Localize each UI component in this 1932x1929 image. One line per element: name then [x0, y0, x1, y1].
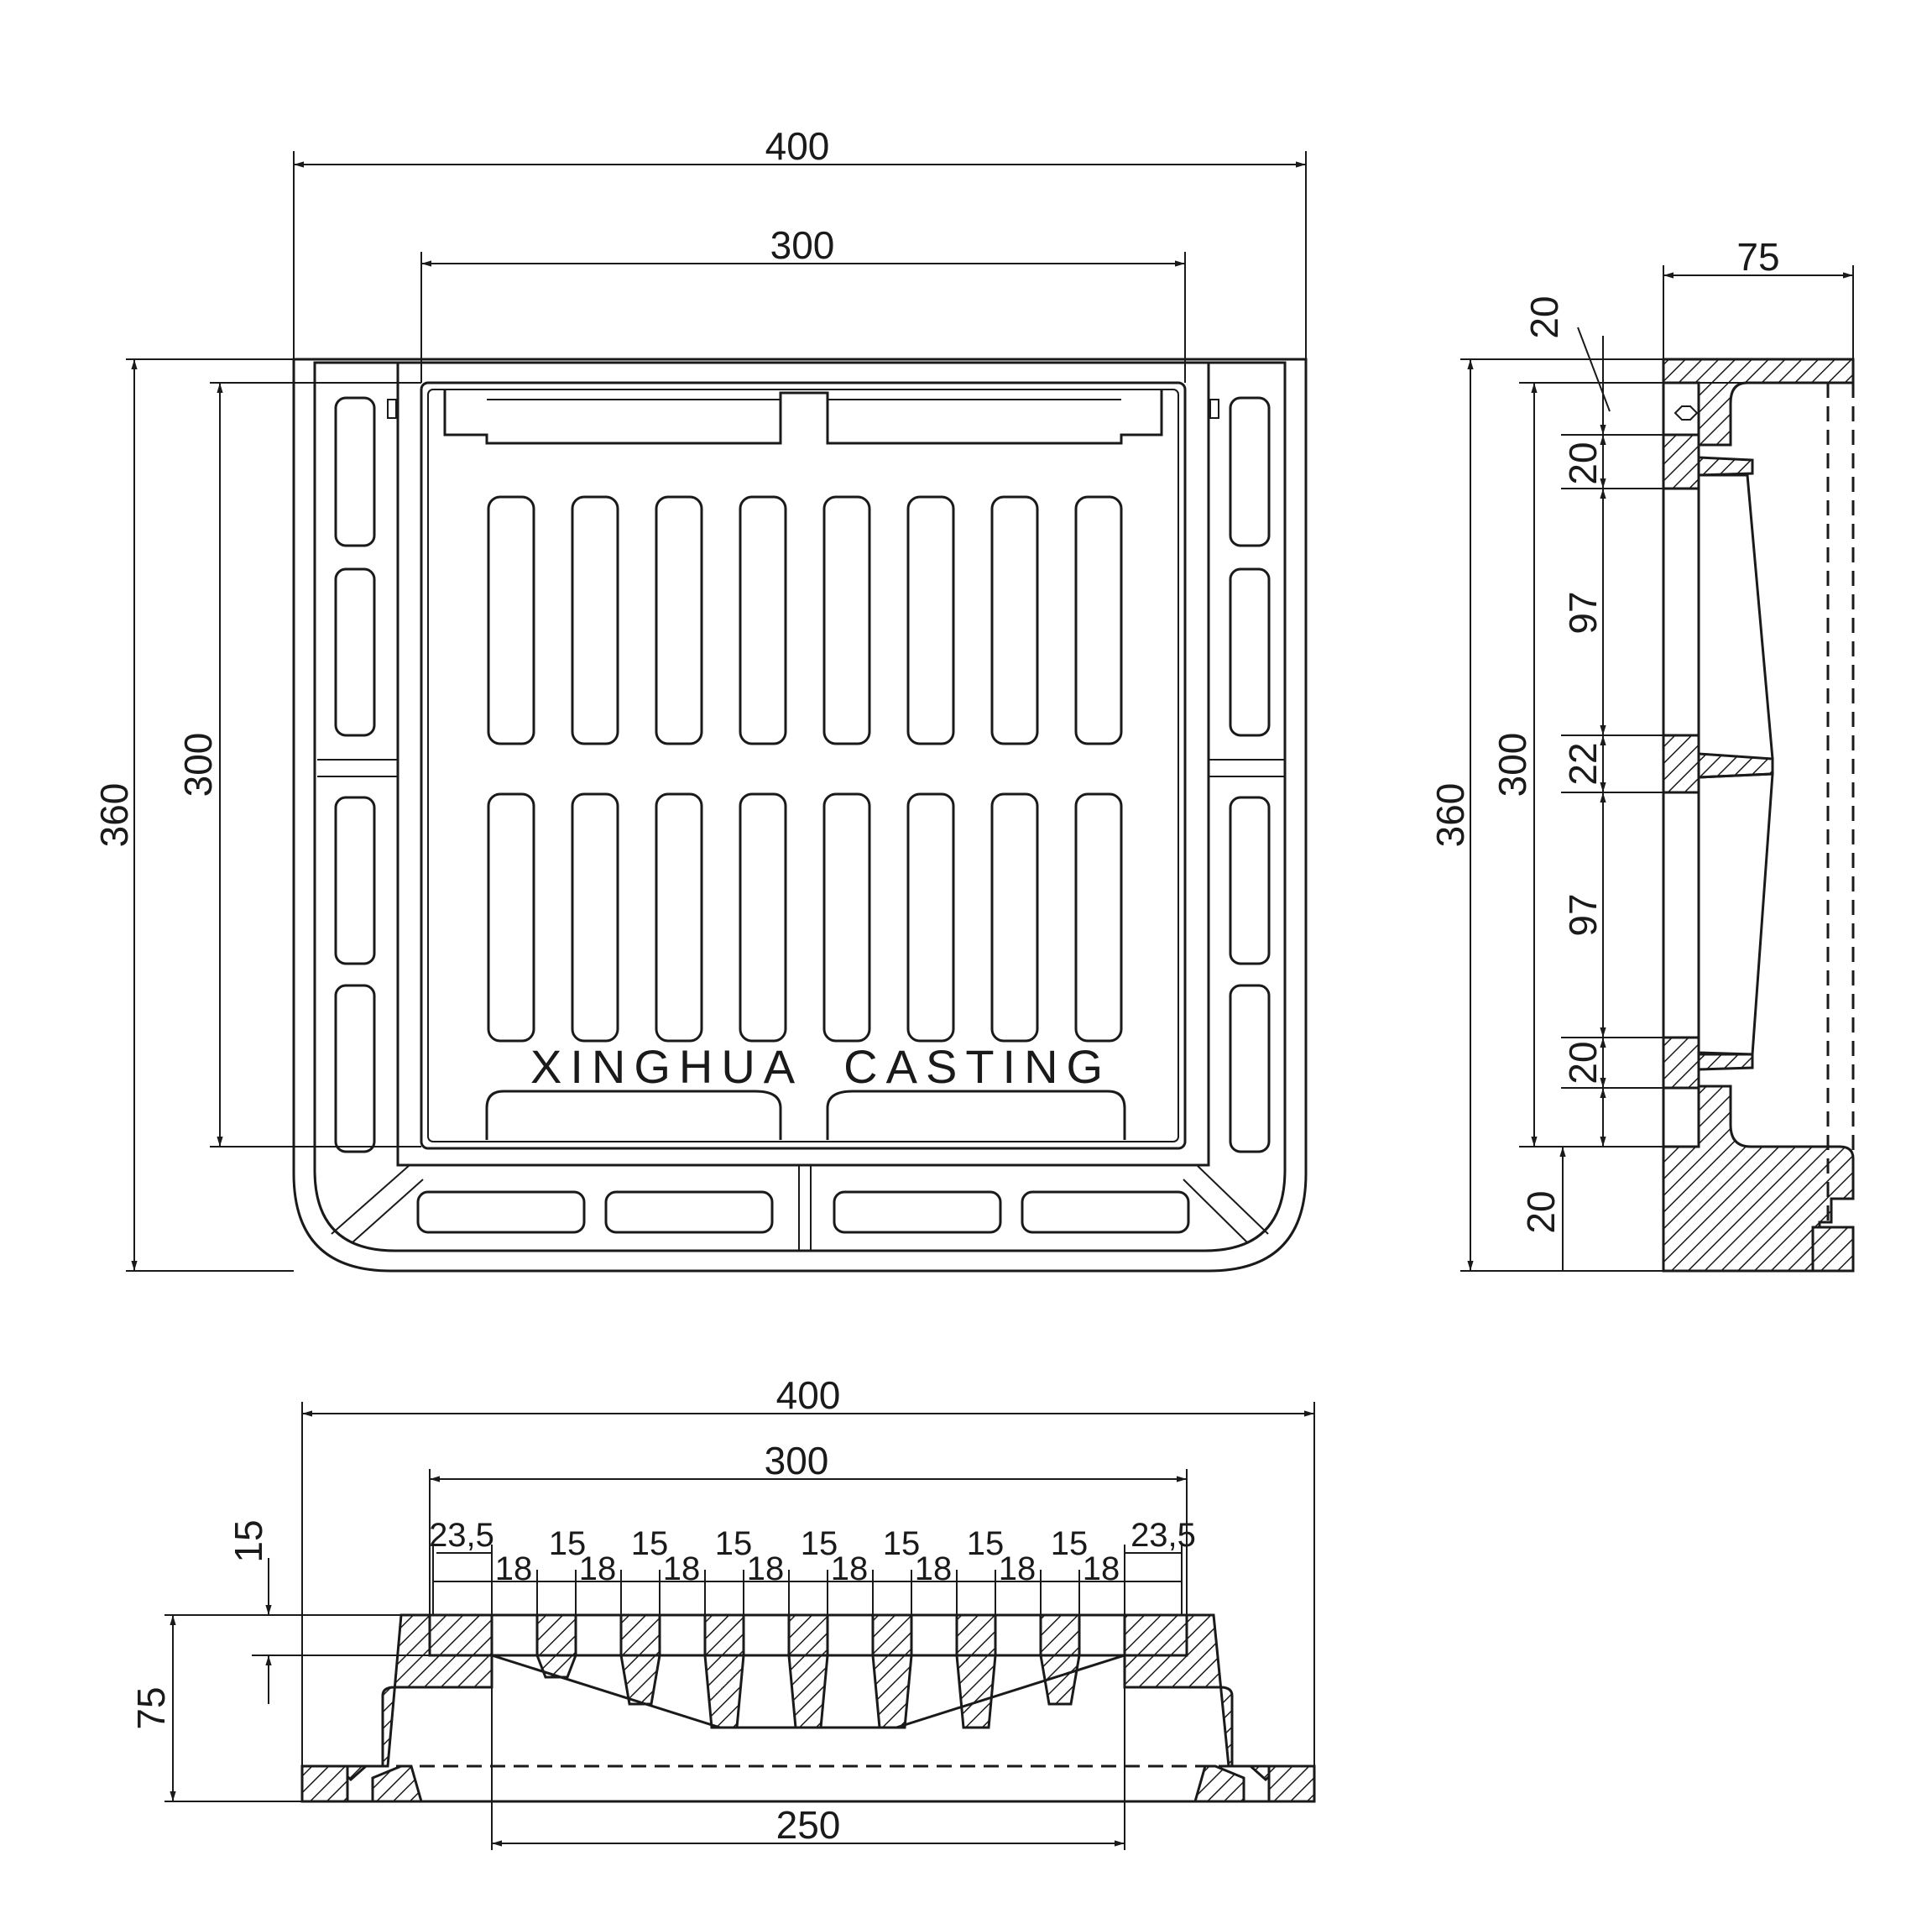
dim-section-opening: 250	[776, 1803, 841, 1847]
dim-slot-5: 18	[831, 1550, 869, 1587]
frame-outline	[292, 358, 1308, 1273]
dim-top-height-outer: 360	[92, 783, 136, 848]
dim-rib-5: 15	[883, 1525, 921, 1562]
dim-slot-8: 18	[1083, 1550, 1120, 1587]
frame-slot	[334, 396, 376, 547]
side-rib-middle	[1662, 734, 1774, 794]
side-rib-bottom	[1662, 1036, 1754, 1090]
frame-slot	[833, 1190, 1002, 1234]
hinge-pin-right	[1209, 399, 1219, 419]
grate-top-handle	[443, 389, 1163, 445]
brand-text: XINGHUA CASTING	[530, 1040, 1111, 1093]
grate-slot	[655, 495, 703, 745]
dim-slot-3: 18	[663, 1550, 701, 1587]
grate-slot	[822, 792, 871, 1043]
frame-slot	[1229, 396, 1271, 547]
grate-slot	[739, 495, 787, 745]
grate-slot	[990, 495, 1039, 745]
grate-plate-inner	[427, 389, 1179, 1142]
side-hinge-bolt	[1674, 405, 1699, 421]
section-grate-edge-left	[428, 1613, 493, 1657]
dim-slot-2: 18	[579, 1550, 617, 1587]
dim-section-width-inner: 300	[765, 1439, 829, 1482]
dim-side-height-outer: 360	[1428, 783, 1472, 848]
hinge-pin-left	[387, 399, 397, 419]
frame-slot	[334, 567, 376, 737]
grate-seat	[396, 361, 1210, 1167]
grate-slot	[1074, 792, 1123, 1043]
dim-side-depth: 75	[1736, 235, 1779, 279]
grate-slot	[571, 792, 619, 1043]
grate-slot	[990, 792, 1039, 1043]
dim-rib-3: 15	[715, 1525, 753, 1562]
dim-top-height-inner: 300	[176, 733, 220, 797]
dim-section-depth: 75	[129, 1686, 173, 1729]
grate-slot	[487, 792, 535, 1043]
side-view: 75 360 300 20 20 97 22 97 20 20	[1428, 235, 1855, 1273]
dim-side-seg-2: 20	[1561, 442, 1605, 484]
dim-side-seg-5: 97	[1561, 893, 1605, 936]
frame-slot	[334, 796, 376, 965]
side-frame-bottom	[1662, 1085, 1855, 1273]
dim-rib-6: 15	[967, 1525, 1005, 1562]
grate-slot	[571, 495, 619, 745]
dim-top-width-outer: 400	[765, 124, 830, 168]
side-frame-top	[1662, 358, 1855, 447]
top-view: XINGHUA CASTING 400 300 360 300	[92, 124, 1308, 1273]
dim-side-seg-3: 97	[1561, 591, 1605, 634]
section-grate-edge-right	[1123, 1613, 1188, 1657]
frame-slot	[416, 1190, 586, 1234]
dim-rib-4: 15	[801, 1525, 838, 1562]
dim-side-seg-7: 20	[1519, 1190, 1563, 1233]
dim-side-seg-6: 20	[1561, 1041, 1605, 1084]
side-frame-foot	[1811, 1226, 1855, 1273]
grate-slot	[487, 495, 535, 745]
dim-rib-7: 15	[1051, 1525, 1089, 1562]
dim-side-seg-4: 22	[1561, 742, 1605, 785]
dim-section-width-outer: 400	[776, 1373, 841, 1417]
frame-slot	[1229, 567, 1271, 737]
dim-edge-right: 23,5	[1130, 1517, 1196, 1554]
dim-slot-7: 18	[999, 1550, 1036, 1587]
section-frame-left-foot	[300, 1764, 349, 1803]
grate-slot	[822, 495, 871, 745]
grate-slot	[906, 495, 955, 745]
grate-slot	[906, 792, 955, 1043]
frame-slot	[1229, 984, 1271, 1153]
dim-edge-left: 23,5	[429, 1517, 494, 1554]
dim-slot-6: 18	[915, 1550, 953, 1587]
section-view: 400 300 250 15 75	[129, 1373, 1316, 1850]
frame-inner-outline	[313, 361, 1287, 1252]
dim-section-lip: 15	[227, 1519, 270, 1562]
frame-slot	[604, 1190, 774, 1234]
dim-rib-2: 15	[631, 1525, 669, 1562]
dim-rib-1: 15	[549, 1525, 587, 1562]
grate-slot	[655, 792, 703, 1043]
dim-top-width-inner: 300	[770, 223, 835, 267]
frame-slot	[334, 984, 376, 1153]
grate-slot	[739, 792, 787, 1043]
grate-plate	[420, 381, 1187, 1150]
section-frame-right-foot	[1267, 1764, 1316, 1803]
dim-side-height-inner: 300	[1491, 733, 1534, 797]
dim-slot-1: 18	[495, 1550, 533, 1587]
dim-side-seg-1: 20	[1522, 295, 1566, 338]
grate-bottom-handle	[485, 1090, 1126, 1140]
dim-slot-4: 18	[747, 1550, 785, 1587]
frame-slot	[1229, 796, 1271, 965]
frame-slot	[1021, 1190, 1190, 1234]
grate-slot	[1074, 495, 1123, 745]
